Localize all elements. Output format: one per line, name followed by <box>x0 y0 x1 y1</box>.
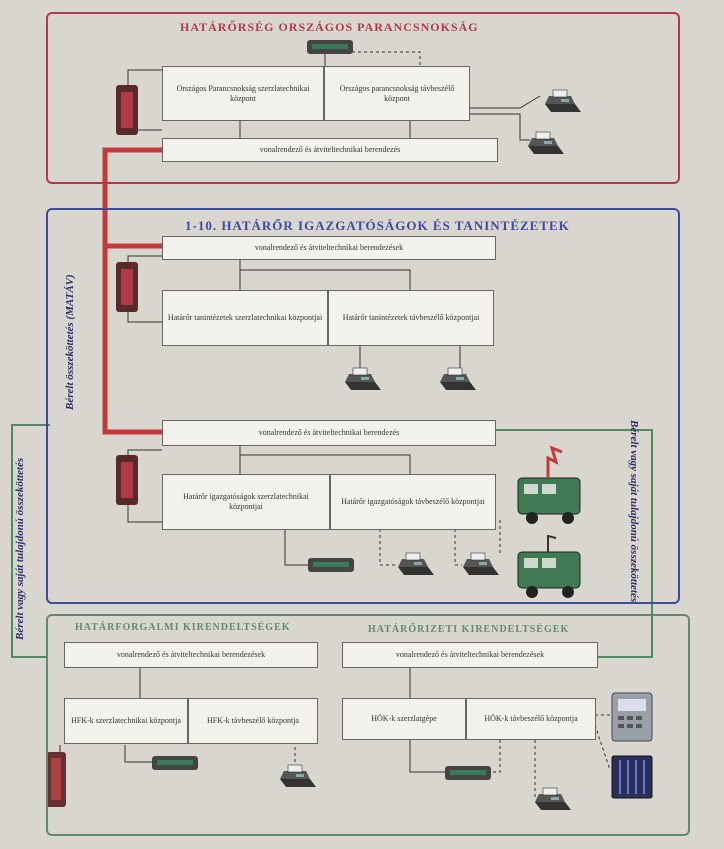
green-link-right <box>495 429 653 658</box>
vehicle-1 <box>517 445 581 524</box>
hok-data-center-box: HÖK-k szerzlatgépe <box>342 698 466 740</box>
hq-line-equipment-box: vonalrendező és átviteltechnikai berende… <box>162 138 498 162</box>
fax-machine-icon <box>398 552 434 575</box>
hq-data-center-box: Országos Parancsnokság szerzlatechnikai … <box>162 66 324 121</box>
vehicle-2 <box>517 534 581 598</box>
modem-hok <box>445 766 491 780</box>
dir-phone-center-box: Határőr igazgatóságok távbeszélő központ… <box>330 474 496 530</box>
fax-machine-icon <box>463 552 499 575</box>
hfk-phone-center-box: HFK-k távbeszélő központja <box>188 698 318 744</box>
border-panel <box>46 614 690 836</box>
border-title-left: HATÁRFORGALMI KIRENDELTSÉGEK <box>75 622 291 633</box>
fax-machine-icon <box>345 367 381 390</box>
hfk-data-center-box: HFK-k szerzlatechnikai központja <box>64 698 188 744</box>
modem-hq <box>307 40 353 54</box>
telephone-terminal <box>611 692 653 742</box>
school-phone-center-box: Határőr tanintézetek távbeszélő központj… <box>328 290 494 346</box>
border-title-right: HATÁRŐRIZETI KIRENDELTSÉGEK <box>368 624 570 635</box>
hq-title: HATÁRŐRSÉG ORSZÁGOS PARANCSNOKSÁG <box>180 20 479 34</box>
equipment-rack <box>611 755 653 799</box>
red-trunk <box>102 147 163 435</box>
rack-hfk <box>46 752 66 807</box>
rack-school <box>116 262 138 312</box>
fax-machine-icon <box>280 764 316 787</box>
leased-matav-label: Bérelt összeköttetés (MATÁV) <box>64 274 76 410</box>
fax-machine-icon <box>535 787 571 810</box>
rack-hq <box>116 85 138 135</box>
hq-phone-center-box: Országos parancsnokság távbeszélő közpon… <box>324 66 470 121</box>
fax-machine-icon <box>440 367 476 390</box>
green-link-left <box>11 424 50 658</box>
directorates-panel <box>46 208 680 604</box>
hfk-line-equipment-box: vonalrendező és átviteltechnikai berende… <box>64 642 318 668</box>
modem-dir <box>308 558 354 572</box>
hq-panel <box>46 12 680 184</box>
fax-machine-icon <box>545 89 581 112</box>
dir-line-equipment-top: vonalrendező és átviteltechnikai berende… <box>162 236 496 260</box>
dir-line-equipment-mid: vonalrendező és átviteltechnikai berende… <box>162 420 496 446</box>
dir-data-center-box: Határőr igazgatóságok szerzlatechnikai k… <box>162 474 330 530</box>
leased-or-own-label-left: Bérelt vagy saját tulajdonú összekötteté… <box>14 457 26 640</box>
fax-machines <box>280 89 581 810</box>
leased-or-own-label-right: Bérelt vagy saját tulajdonú összekötteté… <box>628 420 640 603</box>
hok-phone-center-box: HÖK-k távbeszélő központja <box>466 698 596 740</box>
school-data-center-box: Határőr tanintézetek szerzlatechnikai kö… <box>162 290 328 346</box>
hok-line-equipment-box: vonalrendező és átviteltechnikai berende… <box>342 642 598 668</box>
rack-dir <box>116 455 138 505</box>
directorates-title: 1-10. HATÁRŐR IGAZGATÓSÁGOK ÉS TANINTÉZE… <box>185 218 570 233</box>
fax-machine-icon <box>528 131 564 154</box>
modem-hfk <box>152 756 198 770</box>
